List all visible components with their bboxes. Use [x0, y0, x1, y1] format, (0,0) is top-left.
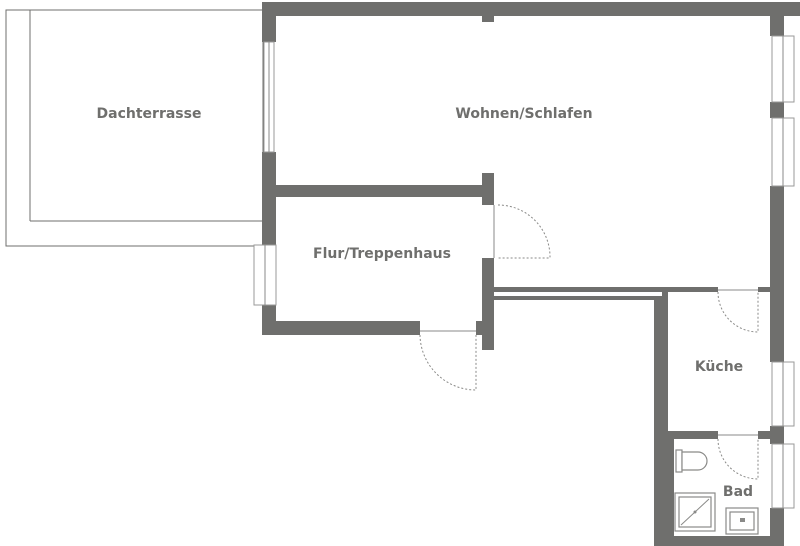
room-label-kueche: Küche	[694, 359, 744, 375]
room-label-dachterrasse: Dachterrasse	[96, 106, 202, 122]
doors	[419, 204, 759, 480]
room-label-flur-treppenhaus: Flur/Treppenhaus	[313, 246, 451, 262]
room-label-wohnen-schlafen: Wohnen/Schlafen	[455, 106, 593, 122]
walls	[262, 2, 800, 546]
room-label-bad: Bad	[722, 484, 754, 500]
sink-icon	[725, 507, 759, 535]
toilet-icon	[675, 449, 708, 473]
shower-icon	[674, 492, 716, 532]
terrace-outline	[5, 9, 264, 247]
windows	[253, 35, 795, 509]
bath-fixtures	[674, 449, 759, 535]
